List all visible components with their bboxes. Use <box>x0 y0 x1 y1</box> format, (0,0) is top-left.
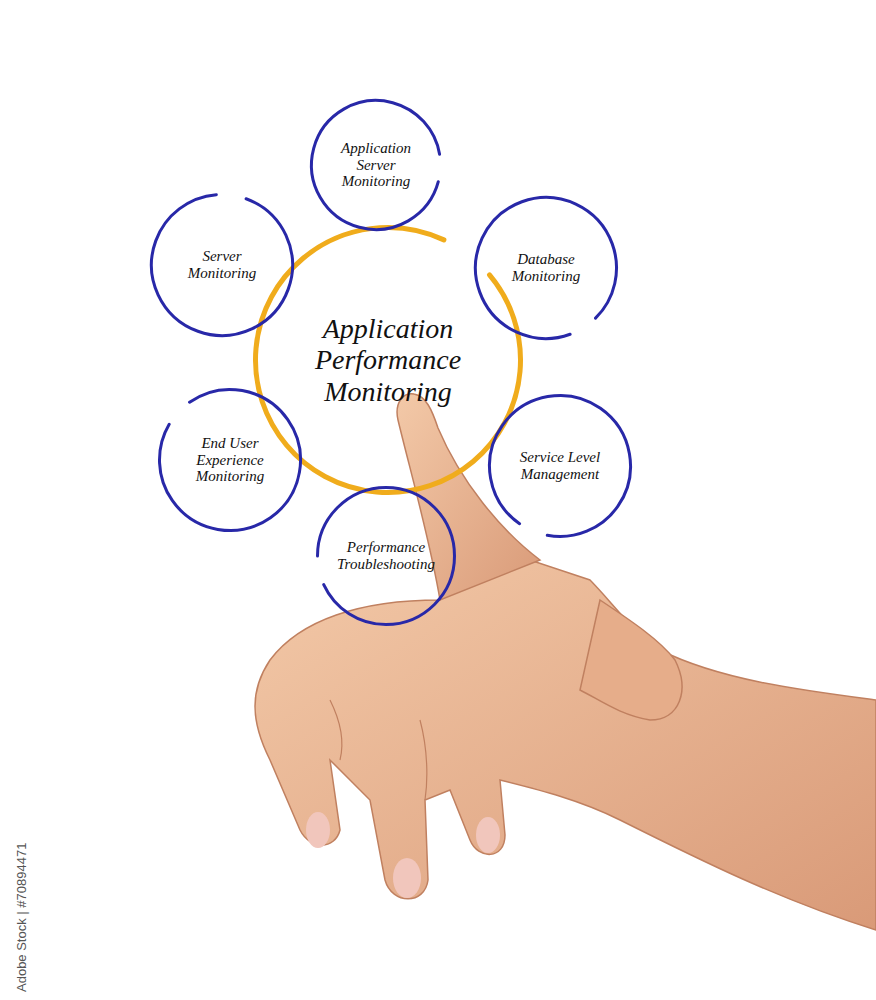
topic-label: Performance Troubleshooting <box>335 539 437 573</box>
center-title: Application Performance Monitoring <box>290 313 486 407</box>
topic-circle: Database Monitoring <box>474 196 618 340</box>
nail <box>476 817 500 853</box>
topic-circle: Performance Troubleshooting <box>316 486 456 626</box>
topic-label: Application Server Monitoring <box>328 140 424 190</box>
circle-stroke <box>132 175 313 356</box>
thumb <box>580 600 682 720</box>
topic-circle: Service Level Management <box>488 394 632 538</box>
topic-label: Service Level Management <box>508 449 612 483</box>
circle-stroke <box>318 488 455 625</box>
circle-stroke <box>456 178 637 359</box>
topic-circle: Application Server Monitoring <box>310 99 442 231</box>
watermark: Adobe Stock | #70894471 <box>14 843 29 992</box>
topic-label: End User Experience Monitoring <box>178 435 282 485</box>
nail <box>393 858 421 898</box>
topic-circle: Server Monitoring <box>150 193 294 337</box>
palm <box>255 560 876 930</box>
circle-stroke <box>462 368 658 564</box>
topic-label: Server Monitoring <box>170 248 274 282</box>
circle-stroke <box>132 362 328 558</box>
topic-label: Database Monitoring <box>494 251 598 285</box>
circle-stroke <box>297 86 455 244</box>
topic-circle: End User Experience Monitoring <box>158 388 302 532</box>
nail <box>306 812 330 848</box>
